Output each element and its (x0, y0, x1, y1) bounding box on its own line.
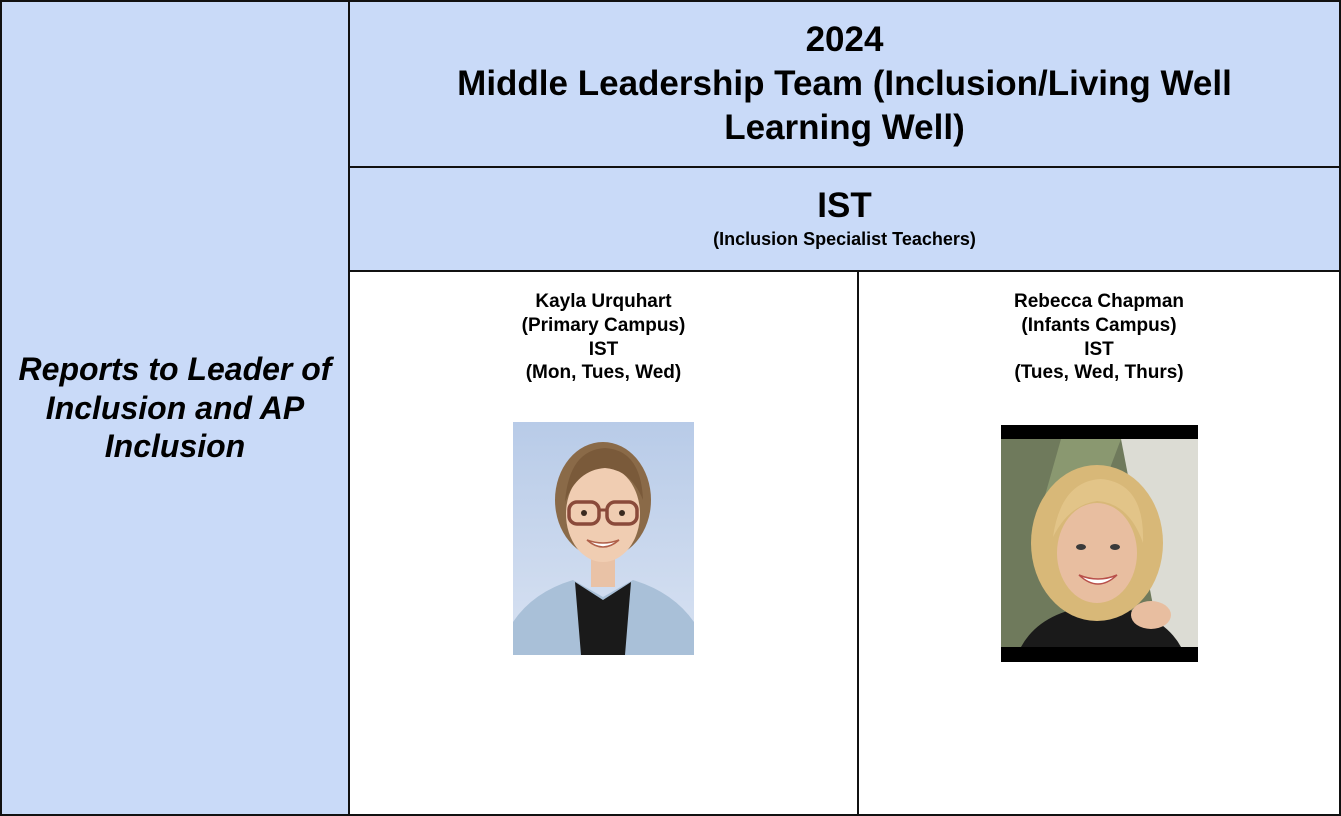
staff-role: IST (588, 338, 619, 360)
staff-card-rebecca: Rebecca Chapman (Infants Campus) IST (Tu… (857, 270, 1341, 816)
ist-subtitle: (Inclusion Specialist Teachers) (713, 229, 976, 250)
staff-photo (1000, 425, 1198, 662)
staff-photo (513, 422, 694, 655)
staff-name: Kayla Urquhart (535, 291, 672, 312)
staff-campus: (Primary Campus) (521, 314, 686, 336)
staff-card-kayla: Kayla Urquhart (Primary Campus) IST (Mon… (348, 270, 859, 816)
ist-title: IST (817, 186, 872, 226)
staff-role: IST (1084, 338, 1114, 360)
staff-days: (Tues, Wed, Thurs) (1014, 362, 1184, 384)
staff-name: Rebecca Chapman (1013, 291, 1184, 312)
staff-campus: (Infants Campus) (1021, 314, 1177, 336)
year-heading: 2024 (805, 20, 884, 60)
reporting-line-text: Reports to Leader of Inclusion and AP In… (18, 351, 332, 465)
staff-days: (Mon, Tues, Wed) (525, 362, 682, 384)
ist-heading-cell: IST (Inclusion Specialist Teachers) (348, 166, 1341, 272)
reporting-line-cell: Reports to Leader of Inclusion and AP In… (0, 0, 350, 816)
header-cell: 2024 Middle Leadership Team (Inclusion/L… (348, 0, 1341, 168)
team-title: Middle Leadership Team (Inclusion/Living… (457, 64, 1232, 147)
